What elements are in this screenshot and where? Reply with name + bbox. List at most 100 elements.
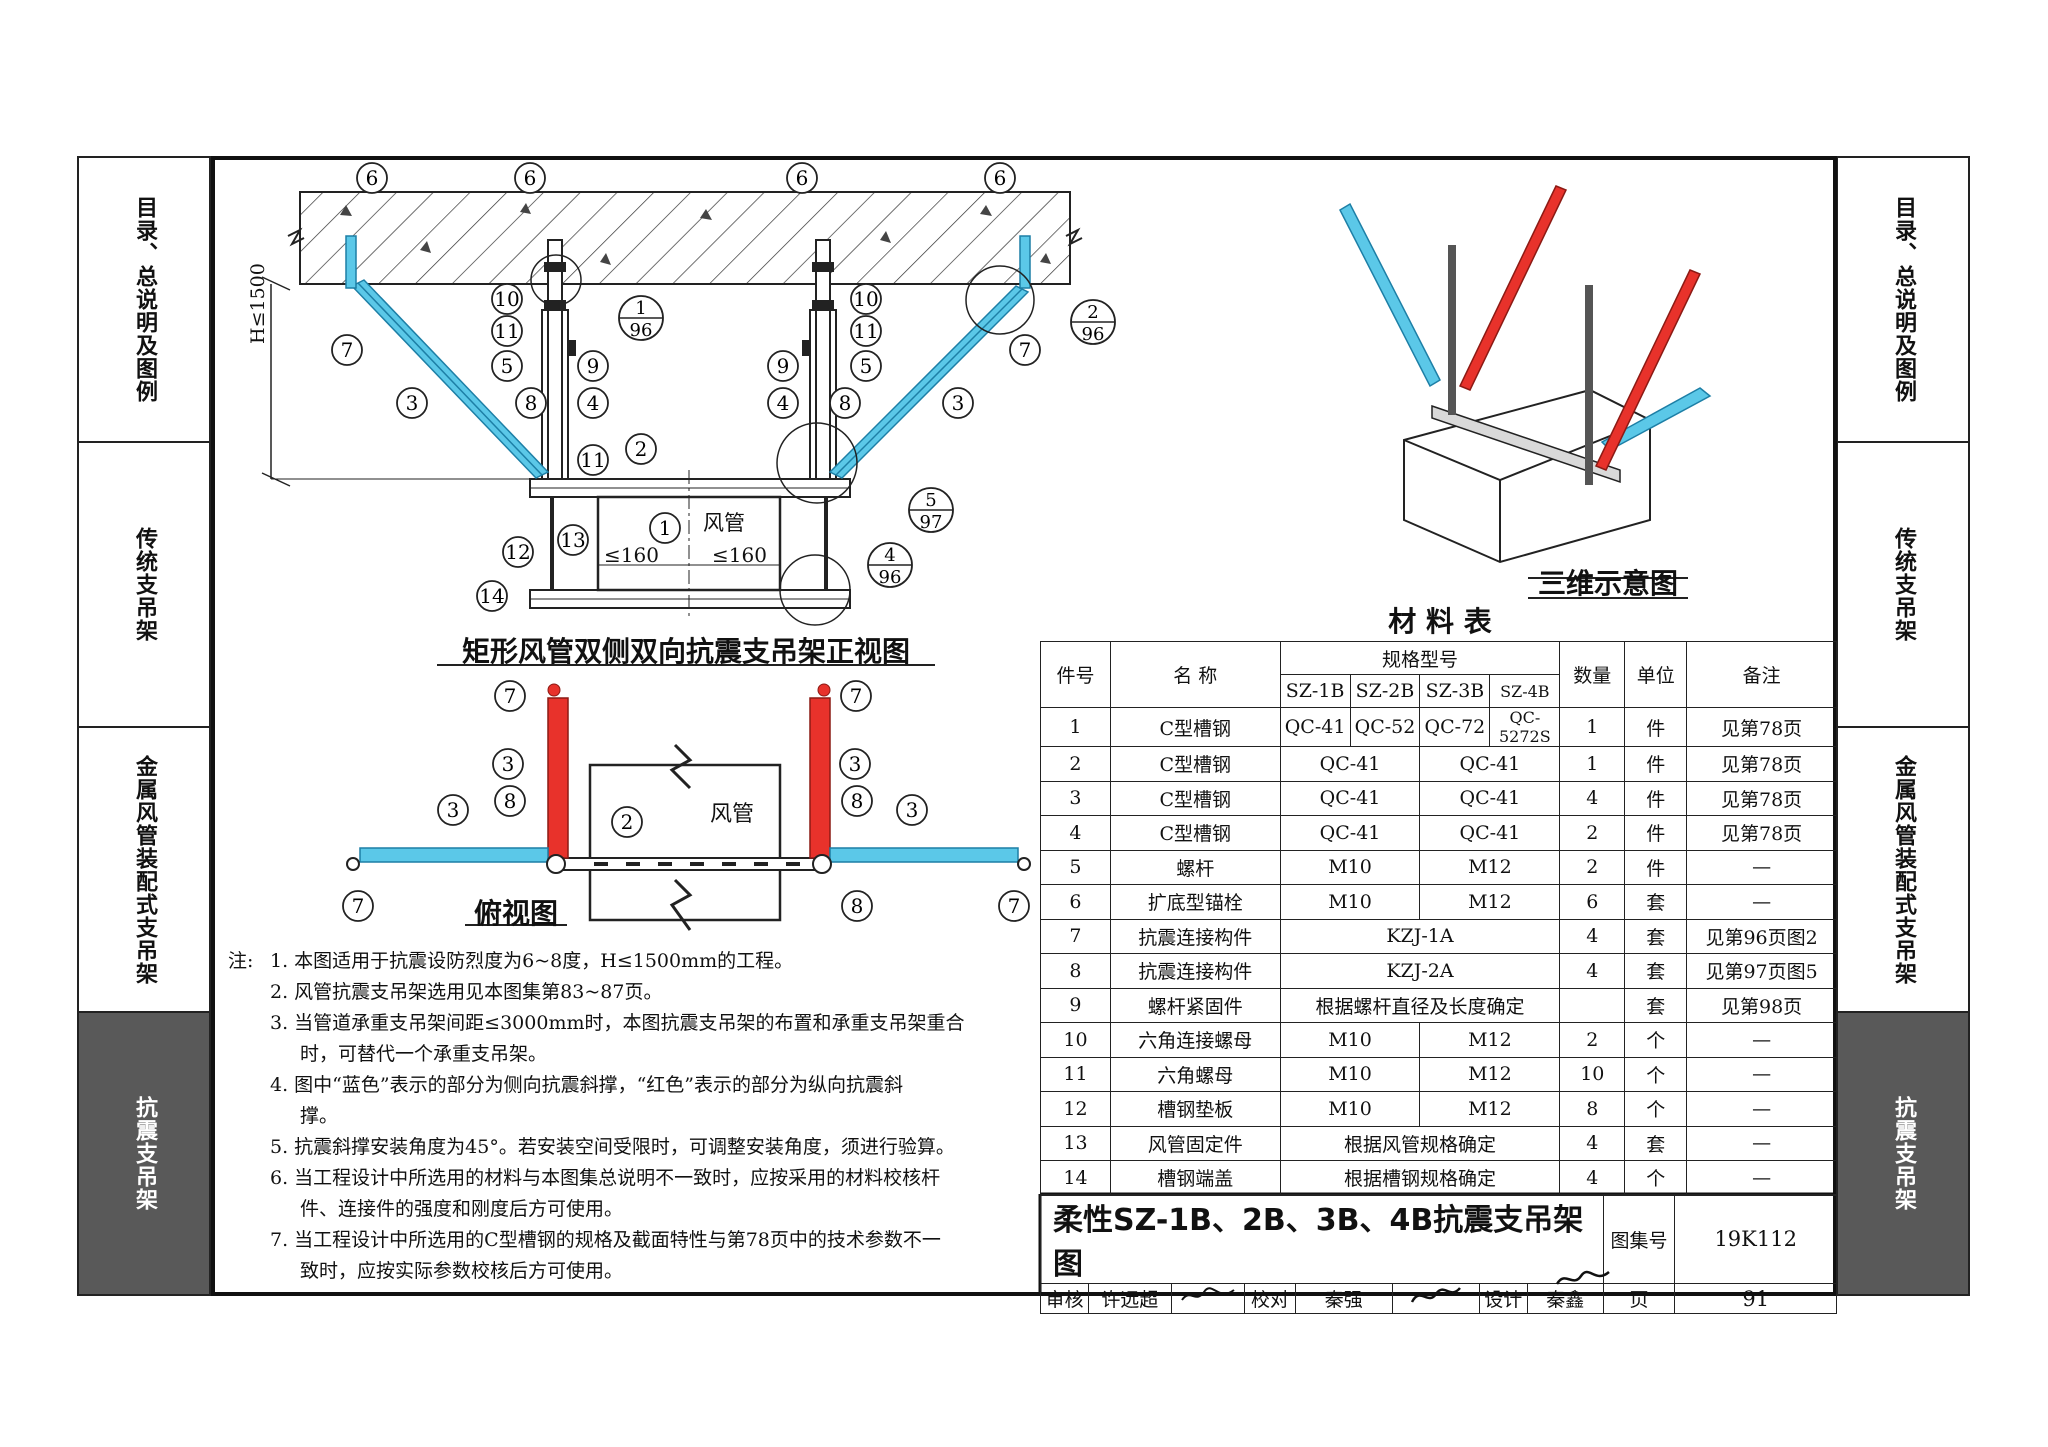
callout-circle [502,536,534,568]
callout-number: 3 [906,798,919,822]
table-cell: — [1686,884,1837,920]
callout-circle [896,794,928,826]
callout-circle [396,387,428,419]
table-cell: 3 [1040,780,1111,816]
callout-number: 5 [860,354,873,378]
table-cell: 个 [1624,1056,1688,1092]
table-cell: 件 [1624,707,1688,747]
callout-number: 8 [525,391,538,415]
callout-number: 7 [341,338,354,362]
side-tab-right-2[interactable]: 传统支吊架 [1836,441,1970,728]
callout-number: 14 [479,584,504,608]
header-unit: 单位 [1624,641,1688,708]
table-cell: 槽钢垫板 [1109,1091,1281,1127]
table-cell: QC-41 [1279,780,1421,816]
table-cell: 1 [1040,707,1111,747]
callout-number: 3 [849,752,862,776]
note-line: 2. 风管抗震支吊架选用见本图集第83~87页。 [270,981,663,1003]
side-tab-label: 目录、总说明及图例 [1891,196,1916,403]
note-line: 4. 图中“蓝色”表示的部分为侧向抗震斜撑，“红色”表示的部分为纵向抗震斜 [270,1074,904,1096]
side-tab-right-3[interactable]: 金属风管装配式支吊架 [1836,726,1970,1013]
callout-number: 8 [851,894,864,918]
detail-ref-page: 96 [879,567,902,588]
side-tab-right-4[interactable]: 抗震支吊架 [1836,1011,1970,1296]
table-cell: M12 [1419,884,1561,920]
side-tab-label: 抗震支吊架 [1891,1096,1916,1211]
iso-view-title: 三维示意图 [1537,567,1678,600]
designer-name: 秦鑫 [1526,1283,1604,1314]
table-cell: — [1686,1125,1837,1161]
callout-number: 4 [777,391,790,415]
table-cell: 4 [1040,815,1111,851]
detail-ref-number: 2 [1087,302,1098,323]
detail-ref-number: 5 [925,490,936,511]
table-cell: 6 [1559,884,1626,920]
table-cell: 扩底型锚栓 [1109,884,1281,920]
header-model: SZ-3B [1419,674,1491,708]
table-cell: 风管固定件 [1109,1125,1281,1161]
callout-number: 8 [851,789,864,813]
designer-signature [1553,1266,1613,1292]
callout-number: 11 [494,319,519,343]
side-tab-left-4[interactable]: 抗震支吊架 [77,1011,211,1296]
dimension-right: ≤160 [712,543,767,567]
callout-circle [850,315,882,347]
callout-circle [841,785,873,817]
table-cell: 个 [1624,1091,1688,1127]
hanger-rod-left [547,239,563,481]
duct-label-top: 风管 [710,802,755,827]
channel-2-top [551,857,827,871]
callout-number: 10 [853,287,878,311]
table-cell: 根据槽钢规格确定 [1279,1160,1561,1196]
callout-circle [850,283,882,315]
detail-circle [776,422,858,504]
header-spec: 规格型号 [1279,641,1561,675]
table-cell: 见第78页 [1686,746,1837,782]
callout-number: 3 [952,391,965,415]
detail-ref-page: 96 [1082,324,1105,345]
side-tab-left-1[interactable]: 目录、总说明及图例 [77,156,211,443]
lateral-brace-top-left [359,847,549,863]
callout-circle [767,387,799,419]
top-view [346,683,1031,931]
callout-number: 3 [447,798,460,822]
table-cell: 8 [1559,1091,1626,1127]
table-cell: 10 [1559,1056,1626,1092]
detail-ref-page: 97 [920,512,943,533]
table-cell: 槽钢端盖 [1109,1160,1281,1196]
callout-circle [577,387,609,419]
side-tab-left-3[interactable]: 金属风管装配式支吊架 [77,726,211,1013]
callout-number: 7 [850,684,863,708]
callout-circle [491,283,523,315]
iso-rod [1585,285,1593,485]
table-cell: 套 [1624,918,1688,954]
callout-number: 9 [587,354,600,378]
detail-ref-page: 96 [630,320,653,341]
callout-number: 6 [366,166,379,190]
lateral-brace-right [828,235,1031,479]
table-cell: QC-41 [1279,707,1351,747]
table-cell: QC-41 [1419,815,1561,851]
callout-circle [998,890,1030,922]
table-cell: M12 [1419,1056,1561,1092]
table-cell: 螺杆 [1109,849,1281,885]
lateral-brace-top-right [829,847,1019,863]
callout-number: 11 [853,319,878,343]
table-cell: 见第96页图2 [1686,918,1837,954]
material-table-title: 材 料 表 [1388,605,1492,638]
table-cell: KZJ-1A [1279,918,1561,954]
callout-circle [840,680,872,712]
front-view [261,191,1083,626]
callout-circle [491,350,523,382]
callout-circle [649,512,681,544]
detail-ref-number: 4 [884,545,895,566]
check-label: 校对 [1244,1283,1296,1314]
callout-circle [625,433,657,465]
